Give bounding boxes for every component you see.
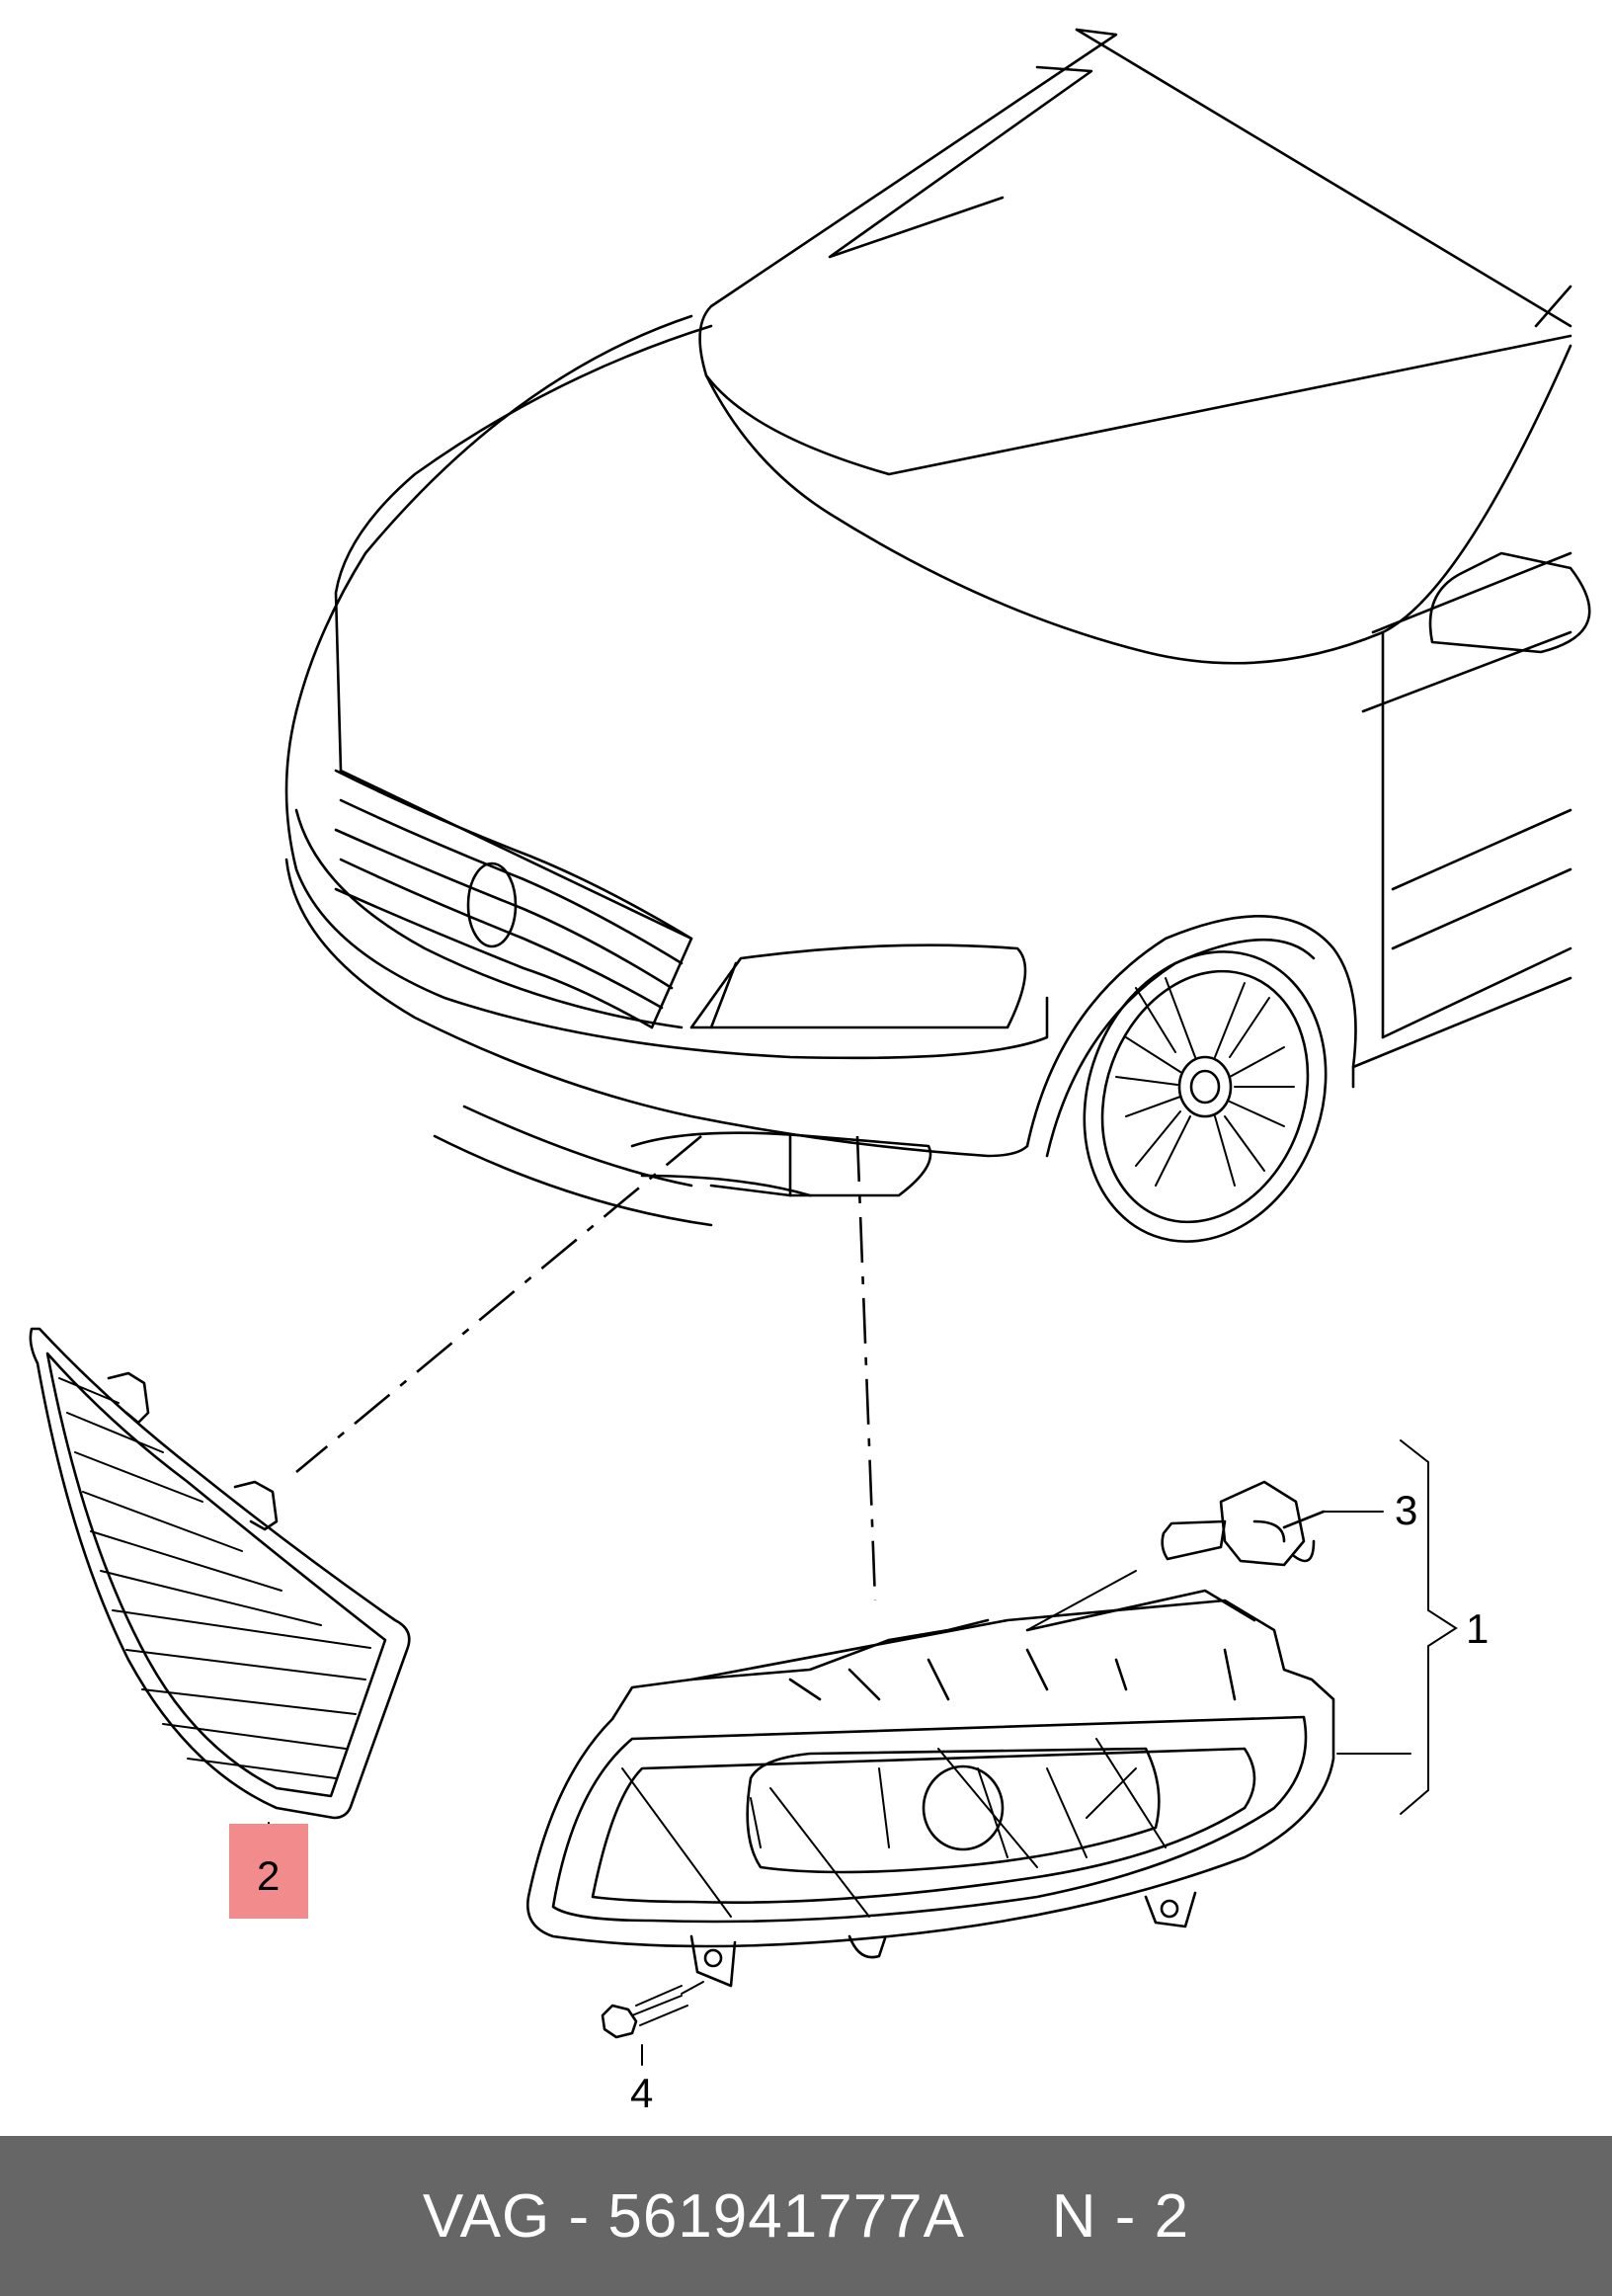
part-2-grille-insert xyxy=(29,1327,411,1848)
callout-label-1: 1 xyxy=(1466,1605,1490,1652)
grille-leader-line xyxy=(295,1134,702,1474)
part-3-bulb xyxy=(1026,1480,1384,1631)
part-number-text: VAG - 561941777A N - 2 xyxy=(422,2181,1190,2251)
callout-2-highlight xyxy=(229,1824,308,1919)
car-front-illustration xyxy=(29,28,1591,2066)
parts-diagram: 2 3 1 4 xyxy=(29,28,1591,2116)
callout-label-2: 2 xyxy=(257,1852,281,1899)
callout-label-3: 3 xyxy=(1395,1487,1418,1533)
part-4-screw xyxy=(601,1981,704,2066)
car-body xyxy=(284,28,1591,1243)
part-number-footer: VAG - 561941777A N - 2 xyxy=(0,2136,1612,2296)
callout-label-4: 4 xyxy=(630,2070,654,2116)
fog-light-assembly xyxy=(525,1589,1335,1988)
part-1-bracket xyxy=(1336,1439,1458,1815)
foglight-leader-line xyxy=(855,1135,877,1601)
